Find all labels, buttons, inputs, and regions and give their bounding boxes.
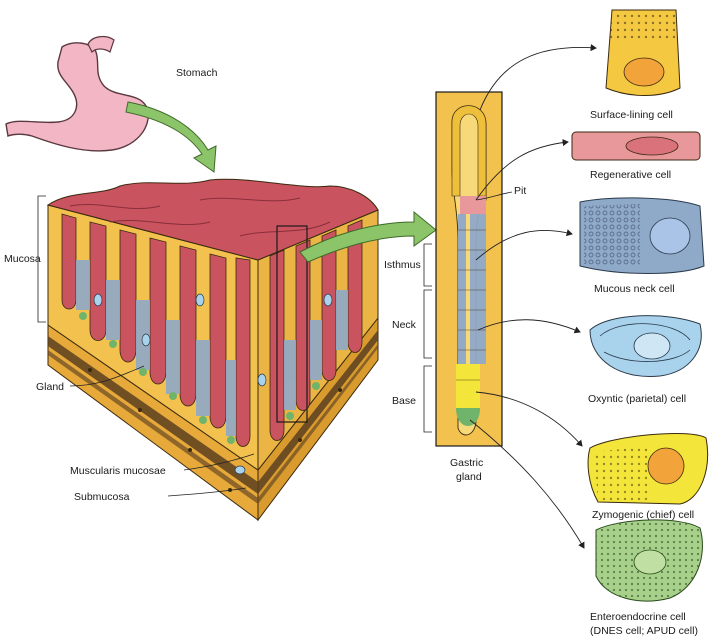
zymogenic-chief-cell-label: Zymogenic (chief) cell [592, 509, 694, 521]
mucosa-block [46, 178, 379, 522]
surface-lining-cell [605, 9, 681, 96]
neck-bracket [423, 289, 432, 359]
neck-label: Neck [392, 319, 417, 331]
enteroendocrine-cell-label: Enteroendocrine cell [590, 611, 686, 623]
base-label: Base [392, 395, 416, 407]
cell-arrows [469, 44, 597, 549]
pit-label: Pit [514, 185, 526, 197]
green-arrow-stomach [125, 101, 217, 173]
gastric-gland [435, 91, 503, 447]
gastric-gland-label-2: gland [456, 471, 482, 483]
gland-leader [69, 365, 145, 387]
muscularis-mucosae-label: Muscularis mucosae [70, 465, 166, 477]
muscularis-leader [183, 453, 255, 471]
regenerative-cell [571, 131, 701, 161]
zymogenic-chief-cell [587, 432, 709, 505]
submucosa-leader [167, 487, 247, 497]
oxyntic-parietal-cell-label: Oxyntic (parietal) cell [588, 393, 686, 405]
surface-lining-cell-label: Surface-lining cell [590, 109, 673, 121]
gland-label: Gland [36, 381, 64, 393]
oxyntic-parietal-cell [589, 315, 702, 378]
enteroendocrine-cell-label-2: (DNES cell; APUD cell) [590, 625, 698, 637]
isthmus-bracket [423, 243, 432, 287]
mucous-neck-cell [579, 197, 705, 274]
isthmus-label: Isthmus [384, 259, 421, 271]
base-bracket [423, 365, 432, 433]
regenerative-cell-label: Regenerative cell [590, 169, 671, 181]
gastric-gland-label-1: Gastric [450, 457, 483, 469]
mucosa-bracket [37, 195, 46, 323]
submucosa-label: Submucosa [74, 491, 130, 503]
pit-leader [475, 191, 513, 201]
enteroendocrine-cell [595, 519, 703, 602]
green-arrow-gland [299, 210, 437, 263]
stomach-illustration [5, 35, 149, 152]
mucous-neck-cell-label: Mucous neck cell [594, 283, 675, 295]
mucosa-label: Mucosa [4, 253, 41, 265]
stomach-label: Stomach [176, 67, 218, 79]
